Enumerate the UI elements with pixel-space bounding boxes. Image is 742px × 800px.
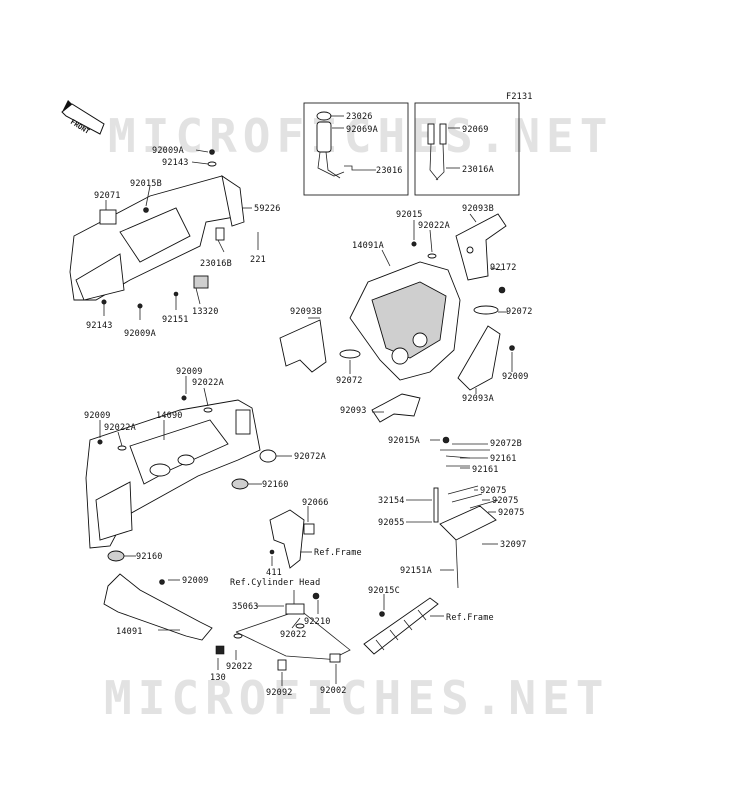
label-92009-c: 92009 [182, 576, 209, 586]
coil-part-23016A [427, 123, 447, 181]
lower-panel-14091 [103, 573, 213, 641]
label-92075-b: 92075 [492, 496, 519, 506]
rear-fender-panel-14090 [85, 395, 277, 562]
label-221: 221 [250, 255, 266, 265]
bracket-92093B-left [279, 319, 327, 373]
frame-bracket-right [363, 597, 439, 655]
label-92093B-top: 92093B [462, 204, 494, 214]
part-labels: 23026 92069A 23016 92069 23016A 92009A 9… [84, 112, 533, 698]
label-92160-a: 92160 [262, 480, 289, 490]
label-14091: 14091 [116, 627, 143, 637]
label-23016: 23016 [376, 166, 403, 176]
linkage-rod-assembly [215, 592, 351, 671]
watermark-top: MICROFICHES.NET [108, 109, 613, 163]
leader-lines [99, 115, 513, 686]
label-ref-cylinder-head: Ref.Cylinder Head [230, 578, 320, 588]
label-14090: 14090 [156, 411, 183, 421]
label-92015C: 92015C [368, 586, 400, 596]
label-130: 130 [210, 673, 226, 683]
front-fender-panel [69, 149, 245, 309]
storage-tray-14091A [349, 261, 461, 381]
bracket-92093 [371, 393, 421, 423]
label-92072B: 92072B [490, 439, 522, 449]
label-92093B-left: 92093B [290, 307, 322, 317]
label-ref-frame-2: Ref.Frame [446, 613, 494, 623]
label-92071: 92071 [94, 191, 121, 201]
kit-box-23016A [414, 102, 520, 196]
label-92066: 92066 [302, 498, 329, 508]
front-arrow-icon: FRONT [61, 100, 105, 136]
label-92143-top: 92143 [162, 158, 189, 168]
label-92093A: 92093A [462, 394, 494, 404]
label-92161-a: 92161 [490, 454, 517, 464]
label-92172: 92172 [490, 263, 517, 273]
label-92160-b: 92160 [136, 552, 163, 562]
label-92009-b: 92009 [84, 411, 111, 421]
label-23016B: 23016B [200, 259, 232, 269]
bracket-92093A [457, 325, 501, 391]
kit-box-23016 [303, 102, 409, 196]
diagram-code: F2131 [506, 92, 533, 102]
label-92072-right: 92072 [506, 307, 533, 317]
label-92009A-top: 92009A [152, 146, 184, 156]
label-92015B: 92015B [130, 179, 162, 189]
label-92022-b: 92022 [226, 662, 253, 672]
label-92022-a: 92022 [280, 630, 307, 640]
label-92009-right: 92009 [502, 372, 529, 382]
frame-bracket-92066 [269, 509, 305, 569]
bracket-92093B [455, 213, 507, 281]
label-92161-b: 92161 [472, 465, 499, 475]
label-92210: 92210 [304, 617, 331, 627]
label-92151: 92151 [162, 315, 189, 325]
control-assembly-32097 [433, 436, 499, 589]
watermark-bottom: MICROFICHES.NET [104, 671, 609, 725]
label-92069: 92069 [462, 125, 489, 135]
label-35063: 35063 [232, 602, 259, 612]
label-ref-frame-1: Ref.Frame [314, 548, 362, 558]
label-92075-c: 92075 [498, 508, 525, 518]
label-32154: 32154 [378, 496, 405, 506]
label-92022A-b: 92022A [104, 423, 136, 433]
label-92092: 92092 [266, 688, 293, 698]
label-32097: 32097 [500, 540, 527, 550]
label-92069A: 92069A [346, 125, 378, 135]
label-92022A-a: 92022A [192, 378, 224, 388]
label-92093: 92093 [340, 406, 367, 416]
label-92015: 92015 [396, 210, 423, 220]
label-411: 411 [266, 568, 282, 578]
label-23026: 23026 [346, 112, 373, 122]
label-59226: 59226 [254, 204, 281, 214]
label-92022A-top: 92022A [418, 221, 450, 231]
label-13320: 13320 [192, 307, 219, 317]
label-92015A: 92015A [388, 436, 420, 446]
label-92075-a: 92075 [480, 486, 507, 496]
label-92009-a: 92009 [176, 367, 203, 377]
label-92143-bottom: 92143 [86, 321, 113, 331]
label-92072-mid: 92072 [336, 376, 363, 386]
label-92002: 92002 [320, 686, 347, 696]
label-92055: 92055 [378, 518, 405, 528]
label-92072A: 92072A [294, 452, 326, 462]
label-14091A: 14091A [352, 241, 384, 251]
label-92009A-bottom: 92009A [124, 329, 156, 339]
label-23016A: 23016A [462, 165, 494, 175]
label-92151A: 92151A [400, 566, 432, 576]
